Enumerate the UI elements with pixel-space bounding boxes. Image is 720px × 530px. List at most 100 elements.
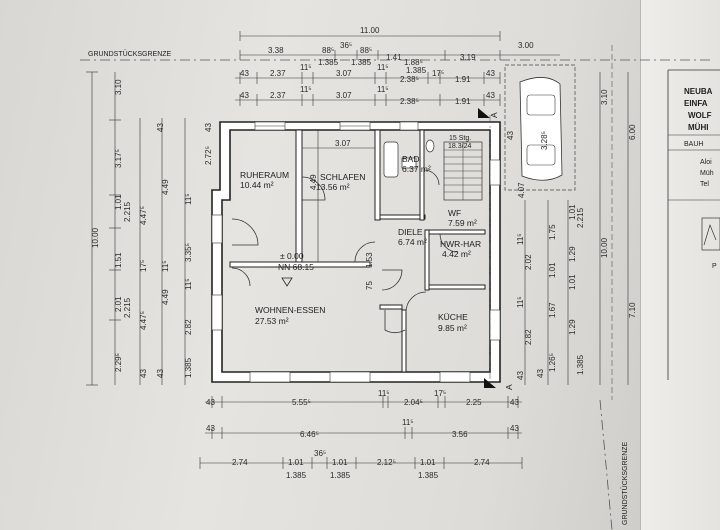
dim-right-c4: 1.29: [568, 319, 577, 335]
dim-b1-3: 2.04⁵: [404, 398, 423, 407]
dim-top-3: 88⁵: [322, 46, 334, 55]
dim-b1-4: 17⁵: [434, 389, 446, 398]
dim-b2-4: 43: [510, 424, 519, 433]
dim-right-b2: 1.67: [548, 302, 557, 318]
dim-left-d2: 11⁵: [184, 193, 193, 205]
room-name-schlafen: SCHLAFEN: [320, 172, 365, 182]
dim-right-c3: 1.01: [568, 274, 577, 290]
signature-box: [701, 217, 720, 251]
car-icon: [519, 77, 563, 181]
dim-right-a1: 2.02: [524, 254, 533, 270]
dim-left-a4: 1.51: [114, 252, 123, 268]
dim-b2-1: 6.46⁵: [300, 430, 319, 439]
title-owner-2: Müh: [700, 170, 714, 177]
dim-top-7: 1.385: [318, 58, 339, 67]
dim-r3-5: 2.38⁵: [400, 97, 419, 106]
room-area-kueche: 9.85 m²: [438, 323, 467, 333]
room-name-wf: WF: [448, 208, 461, 218]
dim-r3-7: 43: [486, 91, 495, 100]
dim-top-1: 3.38: [268, 46, 284, 55]
dim-left-a7: 2.29⁵: [114, 353, 123, 372]
top-dimensions: 11.00 3.38 36⁵ 88⁵ 88⁵ 1.41 3.19 1.385 1…: [235, 26, 560, 106]
dim-left-d1: 2.72⁵: [204, 146, 213, 165]
dim-b3-2: 1.385: [286, 471, 307, 480]
dim-b3-3: 36⁵: [314, 449, 326, 458]
room-area-hwr: 4.42 m²: [442, 249, 471, 259]
title-block: NEUBA EINFA WOLF MÜHI BAUH Aloi Müh Tel …: [667, 69, 720, 380]
dim-right-total: 10.00: [600, 237, 609, 258]
dim-r3-0: 43: [240, 91, 249, 100]
signature-icon: [703, 223, 717, 246]
dim-right-b0: 1.75: [548, 224, 557, 240]
dim-car: 3.28⁵: [540, 131, 549, 150]
dim-top-6: 3.19: [460, 53, 476, 62]
dim-overall-top: 11.00: [360, 26, 380, 35]
stairs-ratio: 18.3/24: [448, 143, 471, 150]
dim-r2-2: 11⁵: [300, 63, 312, 72]
stairs-count: 15 Stg.: [449, 135, 471, 142]
dim-left-a6: 2.215: [123, 297, 132, 318]
dim-left-d3: 3.35⁵: [184, 243, 193, 262]
dim-b3-1: 1.01: [288, 458, 304, 467]
title-bauh: BAUH: [684, 141, 703, 148]
room-labels: RUHERAUM 10.44 m² SCHLAFEN 13.56 m² BAD …: [240, 154, 481, 333]
boundary-line-right: [599, 399, 613, 530]
dim-car-side2: 43: [506, 131, 515, 140]
dim-misc-1: 1.53: [365, 252, 374, 268]
dim-right-c2: 1.29: [568, 246, 577, 262]
sink-icon: [401, 157, 417, 169]
dim-r2-5: 2.38⁵: [400, 75, 419, 84]
dim-right-a2: 11⁵: [516, 296, 525, 308]
dim-misc-2: 75: [365, 281, 374, 290]
dim-b3-5: 1.385: [330, 471, 351, 480]
dim-left-c4: 43: [156, 369, 165, 378]
title-sheet: [640, 0, 720, 530]
dim-right-c0: 1.01: [568, 204, 577, 220]
room-name-wohnen: WOHNEN-ESSEN: [255, 305, 325, 315]
door-swings: [231, 169, 459, 334]
title-owner-1: Aloi: [700, 159, 712, 166]
dim-r2-4: 11⁵: [377, 63, 389, 72]
title-line-2: EINFA: [684, 99, 708, 108]
left-dimensions: 10.00 3.10 3.17⁵ 1.01 2.215 1.51 2.01 2.…: [86, 71, 213, 386]
dim-left-b1: 4.47⁵: [139, 206, 148, 225]
dim-b1-6: 43: [510, 398, 519, 407]
section-label-top: A: [489, 112, 499, 118]
dim-r3-6: 1.91: [455, 97, 471, 106]
boundary-label-top: GRUNDSTÜCKSGRENZE: [88, 50, 172, 58]
level-height: ± 0.00: [280, 251, 304, 261]
dim-b1-5: 2.25: [466, 398, 482, 407]
dim-top-10: 1.385: [406, 66, 427, 75]
dim-right-c5: 1.385: [576, 354, 585, 375]
dim-left-a5: 2.01: [114, 296, 123, 312]
dim-car-side: 4.07: [517, 182, 526, 198]
dim-right-outer: 7.10: [628, 302, 637, 318]
dim-r2-7: 1.91: [455, 75, 471, 84]
building-walls: [211, 121, 501, 383]
dim-r2-8: 43: [486, 69, 495, 78]
room-name-bad: BAD: [402, 154, 419, 164]
level-nn: NN 68.15: [278, 262, 314, 272]
room-name-kueche: KÜCHE: [438, 312, 468, 322]
dim-left-b2: 17⁵: [139, 260, 148, 272]
dim-top-5: 1.41: [386, 53, 402, 62]
dim-schlafen-h: 4.49: [309, 174, 318, 190]
staircase: 15 Stg. 18.3/24: [443, 135, 483, 201]
room-name-diele: DIELE: [398, 227, 423, 237]
room-name-hwr: HWR-HAR: [440, 239, 481, 249]
title-p: P: [712, 263, 717, 270]
dim-schlafen-w: 3.07: [335, 139, 351, 148]
dim-right-top2: 6.00: [628, 124, 637, 140]
dim-b2-3: 3.56: [452, 430, 468, 439]
bottom-dimensions: 43 5.55⁵ 11⁵ 2.04⁵ 17⁵ 2.25 43 43 6.46⁵ …: [199, 389, 523, 480]
dim-r3-3: 3.07: [336, 91, 352, 100]
dim-right-a3: 2.82: [524, 329, 533, 345]
dim-r2-3: 3.07: [336, 69, 352, 78]
title-line-1: NEUBA: [684, 87, 713, 96]
dim-top-9: 1.88⁵: [404, 58, 423, 67]
dim-r2-6: 17⁵: [432, 69, 444, 78]
dim-b3-4: 1.01: [332, 458, 348, 467]
dim-right-offset: 3.00: [518, 41, 534, 50]
room-area-schlafen: 13.56 m²: [316, 182, 350, 192]
dim-right-d0: 43: [536, 369, 545, 378]
